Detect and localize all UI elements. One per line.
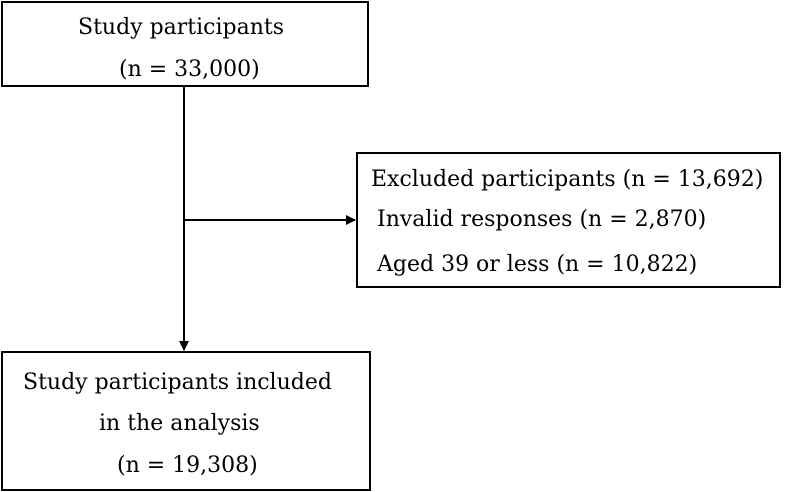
included-participants-label: Study participants included (23, 370, 332, 395)
excluded-participants-label: Excluded participants (n = 13,692) (371, 167, 764, 192)
included-participants-box: Study participants included in the analy… (1, 351, 371, 491)
included-participants-count: (n = 19,308) (117, 453, 258, 478)
study-participants-label: Study participants (78, 15, 285, 40)
invalid-responses-item: Invalid responses (n = 2,870) (377, 207, 707, 232)
excluded-participants-box: Excluded participants (n = 13,692) Inval… (356, 152, 781, 288)
aged-39-or-less-item: Aged 39 or less (n = 10,822) (377, 252, 698, 277)
study-participants-box: Study participants (n = 33,000) (1, 1, 369, 87)
included-analysis-label: in the analysis (99, 411, 260, 436)
study-participants-count: (n = 33,000) (119, 57, 260, 82)
